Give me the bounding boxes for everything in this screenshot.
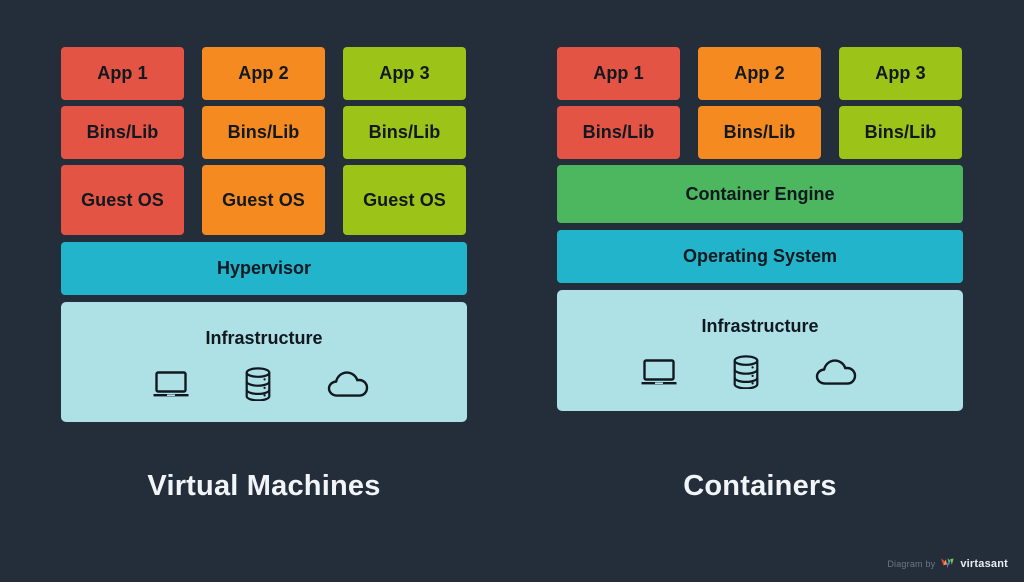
cloud-icon [815, 359, 857, 385]
container-app-row: App 1 App 2 App 3 [557, 47, 963, 100]
container-engine-bar: Container Engine [557, 165, 963, 223]
virtasant-logo-icon [941, 558, 954, 569]
vm-infrastructure-box: Infrastructure [61, 302, 467, 422]
container-app-3: App 3 [839, 47, 962, 100]
vm-app-2: App 2 [202, 47, 325, 100]
container-bins-2: Bins/Lib [698, 106, 821, 159]
container-infrastructure-icons [641, 355, 879, 389]
vm-app-1: App 1 [61, 47, 184, 100]
vm-bins-3-label: Bins/Lib [368, 122, 441, 142]
container-bins-row: Bins/Lib Bins/Lib Bins/Lib [557, 106, 963, 159]
containers-caption: Containers [683, 470, 837, 502]
vm-guest-os-3: Guest OS [343, 165, 466, 235]
vm-bins-2: Bins/Lib [202, 106, 325, 159]
cloud-icon [327, 371, 369, 397]
vm-hypervisor-bar: Hypervisor [61, 242, 467, 295]
vm-hypervisor-label: Hypervisor [216, 258, 312, 278]
container-app-2: App 2 [698, 47, 821, 100]
vm-bins-2-label: Bins/Lib [227, 122, 300, 142]
database-icon [733, 355, 759, 389]
container-operating-system-bar: Operating System [557, 230, 963, 283]
container-app-3-label: App 3 [875, 63, 926, 83]
vm-bins-row: Bins/Lib Bins/Lib Bins/Lib [61, 106, 467, 159]
container-stack: App 1 App 2 App 3 Bins/Lib Bins/Lib Bins… [557, 47, 963, 411]
vm-stack: App 1 App 2 App 3 Bins/Lib Bins/Lib Bins… [61, 47, 467, 422]
vm-guest-os-1: Guest OS [61, 165, 184, 235]
vm-app-3-label: App 3 [379, 63, 430, 83]
vm-app-row: App 1 App 2 App 3 [61, 47, 467, 100]
vm-guest-os-row: Guest OS Guest OS Guest OS [61, 165, 467, 235]
container-bins-1-label: Bins/Lib [582, 122, 655, 142]
container-app-1-label: App 1 [593, 63, 644, 83]
watermark-brand: virtasant [960, 557, 1008, 570]
container-engine-label: Container Engine [685, 183, 835, 204]
laptop-icon [153, 371, 189, 397]
laptop-icon [641, 359, 677, 385]
container-bins-2-label: Bins/Lib [723, 122, 796, 142]
container-app-1: App 1 [557, 47, 680, 100]
watermark-prefix: Diagram by [887, 558, 936, 569]
vm-guest-os-3-label: Guest OS [363, 189, 446, 210]
container-operating-system-label: Operating System [682, 246, 838, 266]
watermark: Diagram by virtasant [887, 557, 1008, 570]
container-infrastructure-label: Infrastructure [701, 316, 819, 336]
container-app-2-label: App 2 [734, 63, 785, 83]
vm-bins-1-label: Bins/Lib [86, 122, 159, 142]
vm-app-2-label: App 2 [238, 63, 289, 83]
vm-infrastructure-icons [153, 367, 375, 401]
container-bins-1: Bins/Lib [557, 106, 680, 159]
container-bins-3-label: Bins/Lib [864, 122, 937, 142]
vm-caption: Virtual Machines [147, 470, 381, 502]
vm-app-3: App 3 [343, 47, 466, 100]
container-bins-3: Bins/Lib [839, 106, 962, 159]
container-infrastructure-box: Infrastructure [557, 290, 963, 411]
vm-guest-os-2: Guest OS [202, 165, 325, 235]
vm-infrastructure-label: Infrastructure [205, 328, 323, 348]
vm-guest-os-1-label: Guest OS [81, 189, 164, 210]
vm-guest-os-2-label: Guest OS [222, 189, 305, 210]
database-icon [245, 367, 271, 401]
vm-bins-3: Bins/Lib [343, 106, 466, 159]
vm-app-1-label: App 1 [97, 63, 148, 83]
vm-bins-1: Bins/Lib [61, 106, 184, 159]
